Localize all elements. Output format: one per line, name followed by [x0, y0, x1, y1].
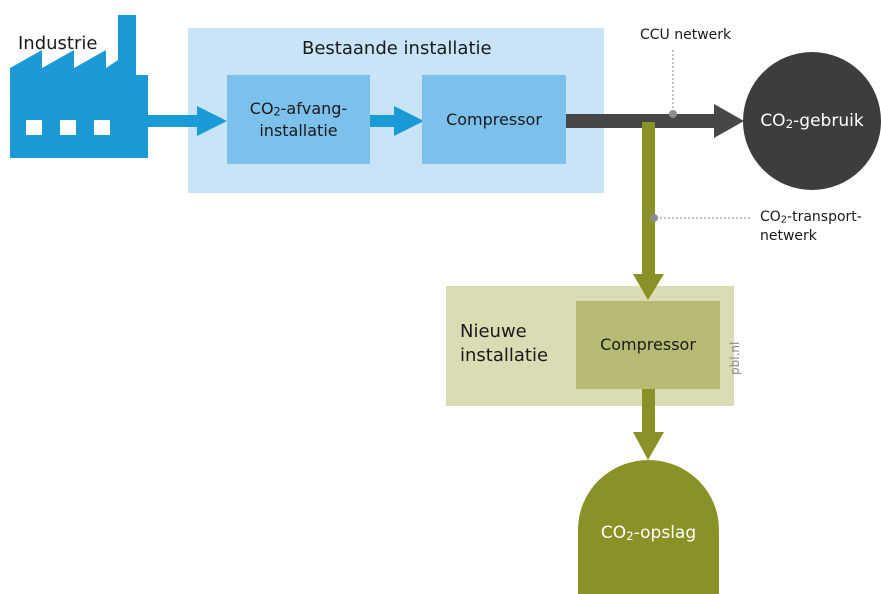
use-suffix: -gebruik [793, 111, 864, 131]
new-title-line2: installatie [460, 345, 549, 367]
new-title-line1: Nieuwe [460, 321, 527, 342]
capture-co: CO [249, 98, 274, 118]
industry-label: Industrie [18, 33, 98, 54]
arrowhead-industry-to-capture [197, 106, 227, 136]
use-co: CO [760, 111, 786, 131]
use-sub: 2 [785, 116, 794, 131]
transport-co: CO [760, 209, 781, 225]
arrowhead-compressor-to-storage [633, 432, 664, 460]
existing-compressor-label: Compressor [446, 109, 542, 129]
arrow-compressor-to-storage [642, 389, 655, 435]
ccu-network-dot [669, 110, 677, 118]
arrow-industry-to-capture [147, 115, 199, 127]
transport-network-dot [650, 214, 658, 222]
transport-suffix: -transport- [787, 209, 862, 225]
arrowhead-transport-down [633, 274, 664, 300]
storage-co: CO [600, 523, 627, 543]
arrowhead-capture-to-compressor [394, 106, 424, 136]
new-compressor-label: Compressor [600, 335, 696, 355]
arrow-transport-down [642, 122, 655, 276]
new-compressor-box: Compressor [576, 301, 720, 389]
ccu-network-label: CCU netwerk [640, 27, 732, 43]
factory-icon [10, 15, 148, 158]
source-credit: pbl.nl [728, 341, 742, 375]
existing-installation-title: Bestaande installatie [302, 38, 492, 59]
transport-network-label: CO2-transport- netwerk [760, 208, 862, 246]
capture-suffix: -afvang- [280, 98, 348, 118]
storage-suffix: -opslag [633, 523, 697, 543]
arrow-capture-to-compressor [370, 115, 396, 127]
transport-sub: 2 [780, 214, 788, 226]
new-installation-title: Nieuwe installatie [460, 320, 548, 369]
capture-line2: installatie [259, 120, 338, 140]
capture-sub: 2 [273, 105, 281, 119]
transport-line2: netwerk [760, 227, 817, 244]
arrowhead-compressor-to-use [714, 104, 744, 138]
co2-capture-box: CO2-afvang- installatie [227, 75, 370, 164]
co2-storage-circle: CO2-opslag [578, 460, 719, 594]
storage-sub: 2 [626, 528, 634, 543]
co2-use-circle: CO2-gebruik [743, 52, 881, 190]
arrow-compressor-to-use [566, 114, 718, 128]
existing-compressor-box: Compressor [422, 75, 566, 164]
